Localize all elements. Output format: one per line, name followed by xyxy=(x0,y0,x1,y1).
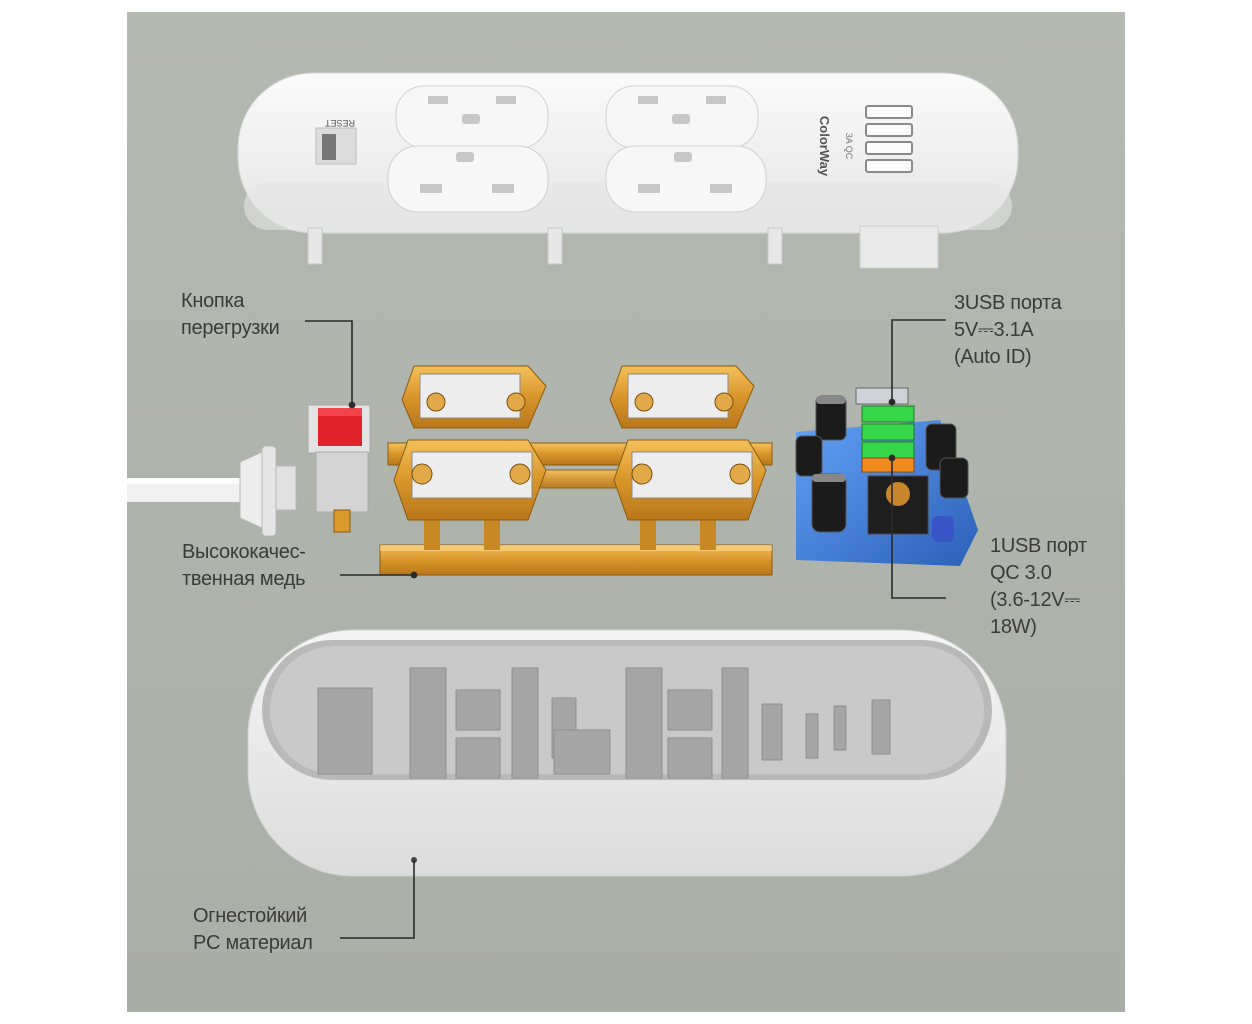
label-line: твенная медь xyxy=(182,568,306,590)
label-line: 18W) xyxy=(990,616,1037,638)
socket-2 xyxy=(605,85,759,149)
leader-lines xyxy=(305,319,946,939)
usb-port-orange xyxy=(861,457,915,473)
base-housing xyxy=(247,629,1007,877)
label-line: (Auto ID) xyxy=(954,346,1032,368)
label-usb-3a: 3USB порта 5V⎓3.1A (Auto ID) xyxy=(954,290,1062,371)
usb-ports-top xyxy=(865,105,913,173)
contact-module-3 xyxy=(393,439,547,521)
label-line: Кнопка xyxy=(181,290,245,312)
leader-material xyxy=(340,860,415,939)
top-cover: RESET ColorWay 3A QC xyxy=(237,72,1019,269)
usb-port-green xyxy=(861,405,915,459)
power-cable xyxy=(127,445,297,537)
leader-usb-qc xyxy=(891,458,946,599)
contact-module-1 xyxy=(401,365,547,429)
reset-label: RESET xyxy=(324,118,355,128)
socket-3 xyxy=(387,145,549,213)
label-material: Огнестойкий PC материал xyxy=(193,903,313,957)
label-line: 3USB порта xyxy=(954,292,1062,314)
usb-marks: 3A QC xyxy=(844,133,854,160)
label-line: (3.6-12V⎓ xyxy=(990,589,1080,611)
label-copper: Высококачес- твенная медь xyxy=(182,539,306,593)
leader-usb-3a xyxy=(891,319,946,402)
socket-1 xyxy=(395,85,549,149)
label-line: Огнестойкий xyxy=(193,905,308,927)
label-line: 1USB порт xyxy=(990,535,1087,557)
label-line: 5V⎓3.1A xyxy=(954,319,1034,341)
label-line: PC материал xyxy=(193,932,313,954)
label-line: QC 3.0 xyxy=(990,562,1052,584)
label-usb-qc: 1USB порт QC 3.0 (3.6-12V⎓ 18W) xyxy=(990,533,1087,641)
reset-switch-cover: RESET xyxy=(315,118,357,165)
contact-module-4 xyxy=(613,439,767,521)
copper-contacts xyxy=(379,365,773,576)
socket-4 xyxy=(605,145,767,213)
brand-logo: ColorWay xyxy=(817,116,832,177)
overload-reset-button xyxy=(307,404,371,533)
label-line: Высококачес- xyxy=(182,541,306,563)
contact-module-2 xyxy=(609,365,755,429)
leader-reset xyxy=(305,320,353,405)
label-reset-button: Кнопка перегрузки xyxy=(181,288,280,342)
usb-charging-board xyxy=(795,387,978,566)
label-line: перегрузки xyxy=(181,317,280,339)
